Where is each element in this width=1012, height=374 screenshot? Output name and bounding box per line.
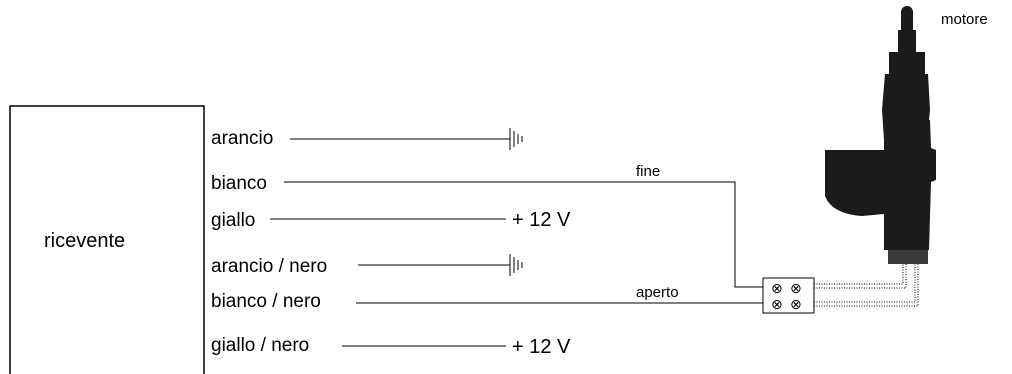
wire-label-arancio-nero: arancio / nero <box>211 256 327 277</box>
voltage-label-giallo-nero: + 12 V <box>512 336 571 358</box>
voltage-label-giallo: + 12 V <box>512 209 571 231</box>
motor-actuator-icon <box>825 6 936 264</box>
wire-label-bianco-nero: bianco / nero <box>211 291 321 312</box>
connector-terminal: ⊗ <box>790 296 802 312</box>
connector-terminal: ⊗ <box>771 296 783 312</box>
wire-tag-aperto: aperto <box>636 284 679 301</box>
wire-bianco <box>284 181 767 288</box>
receiver-label: ricevente <box>44 230 125 252</box>
receiver-box <box>9 105 205 374</box>
motor-dotted-wires <box>814 264 919 307</box>
wire-label-arancio: arancio <box>211 128 273 149</box>
connector-terminal: ⊗ <box>790 280 802 296</box>
motor-label: motore <box>941 11 988 28</box>
ground-symbol <box>509 254 523 276</box>
wire-label-bianco: bianco <box>211 173 267 194</box>
wire-label-giallo: giallo <box>211 210 255 231</box>
wire-tag-fine: fine <box>636 163 660 180</box>
wire-label-giallo-nero: giallo / nero <box>211 335 309 356</box>
connector-block: ⊗ ⊗ ⊗ ⊗ <box>762 277 815 314</box>
connector-terminal: ⊗ <box>771 280 783 296</box>
ground-symbol <box>509 128 523 150</box>
